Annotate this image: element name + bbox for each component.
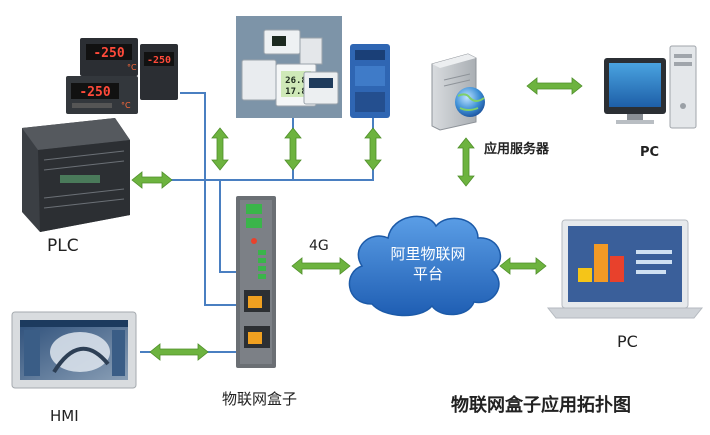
pc-bottom-label: PC (617, 332, 638, 351)
cloud-label-line2: 平台 (412, 265, 443, 283)
temperature-controller-icon: -250 °C -250 -250 °C (66, 38, 178, 114)
arrow-controller-vertical (211, 127, 229, 171)
laptop-icon (546, 219, 704, 319)
hmi-label: HMI (50, 407, 79, 425)
arrows (131, 77, 583, 361)
arrow-cloud-laptop (499, 257, 547, 275)
link-4g-label: 4G (309, 238, 329, 254)
plc-label: PLC (47, 236, 79, 256)
arrow-server-cloud (457, 137, 475, 187)
gateway-label: 物联网盒子 (222, 390, 298, 408)
cloud-icon (348, 215, 502, 317)
sensor-value-1: 26.8 (285, 76, 307, 86)
controller-display-a: -250 (93, 46, 124, 61)
server-label: 应用服务器 (484, 142, 550, 157)
controller-unit-a: °C (127, 63, 137, 72)
globe-icon (455, 87, 485, 117)
cloud-platform-label: 阿里物联网 平台 (370, 244, 486, 284)
arrow-4g (291, 257, 351, 275)
link-plc-to-bus (135, 179, 246, 273)
desktop-pc-icon (604, 45, 697, 129)
controller-display-c: -250 (79, 85, 110, 100)
controller-unit-c: °C (121, 101, 131, 110)
io-module-icon (350, 44, 390, 118)
bar-chart-icon (578, 244, 672, 282)
arrow-plc (131, 171, 173, 189)
pc-top-label: PC (640, 145, 660, 160)
arrow-server-pc (526, 77, 583, 95)
plc-icon (22, 118, 130, 232)
diagram-title: 物联网盒子应用拓扑图 (451, 395, 631, 416)
link-controllers-to-gateway (180, 92, 246, 306)
arrow-module-vertical (364, 127, 382, 171)
sensor-device-icon: 26.8 17.8 (236, 16, 342, 118)
cloud-label-line1: 阿里物联网 (390, 245, 466, 263)
hmi-panel-icon (11, 311, 137, 389)
link-sensor-bus (220, 118, 374, 181)
controller-display-b: -250 (147, 55, 171, 66)
arrow-hmi (149, 343, 209, 361)
sensor-value-2: 17.8 (285, 87, 307, 97)
gateway-box-icon (236, 196, 276, 368)
arrow-sensor-vertical (284, 127, 302, 171)
